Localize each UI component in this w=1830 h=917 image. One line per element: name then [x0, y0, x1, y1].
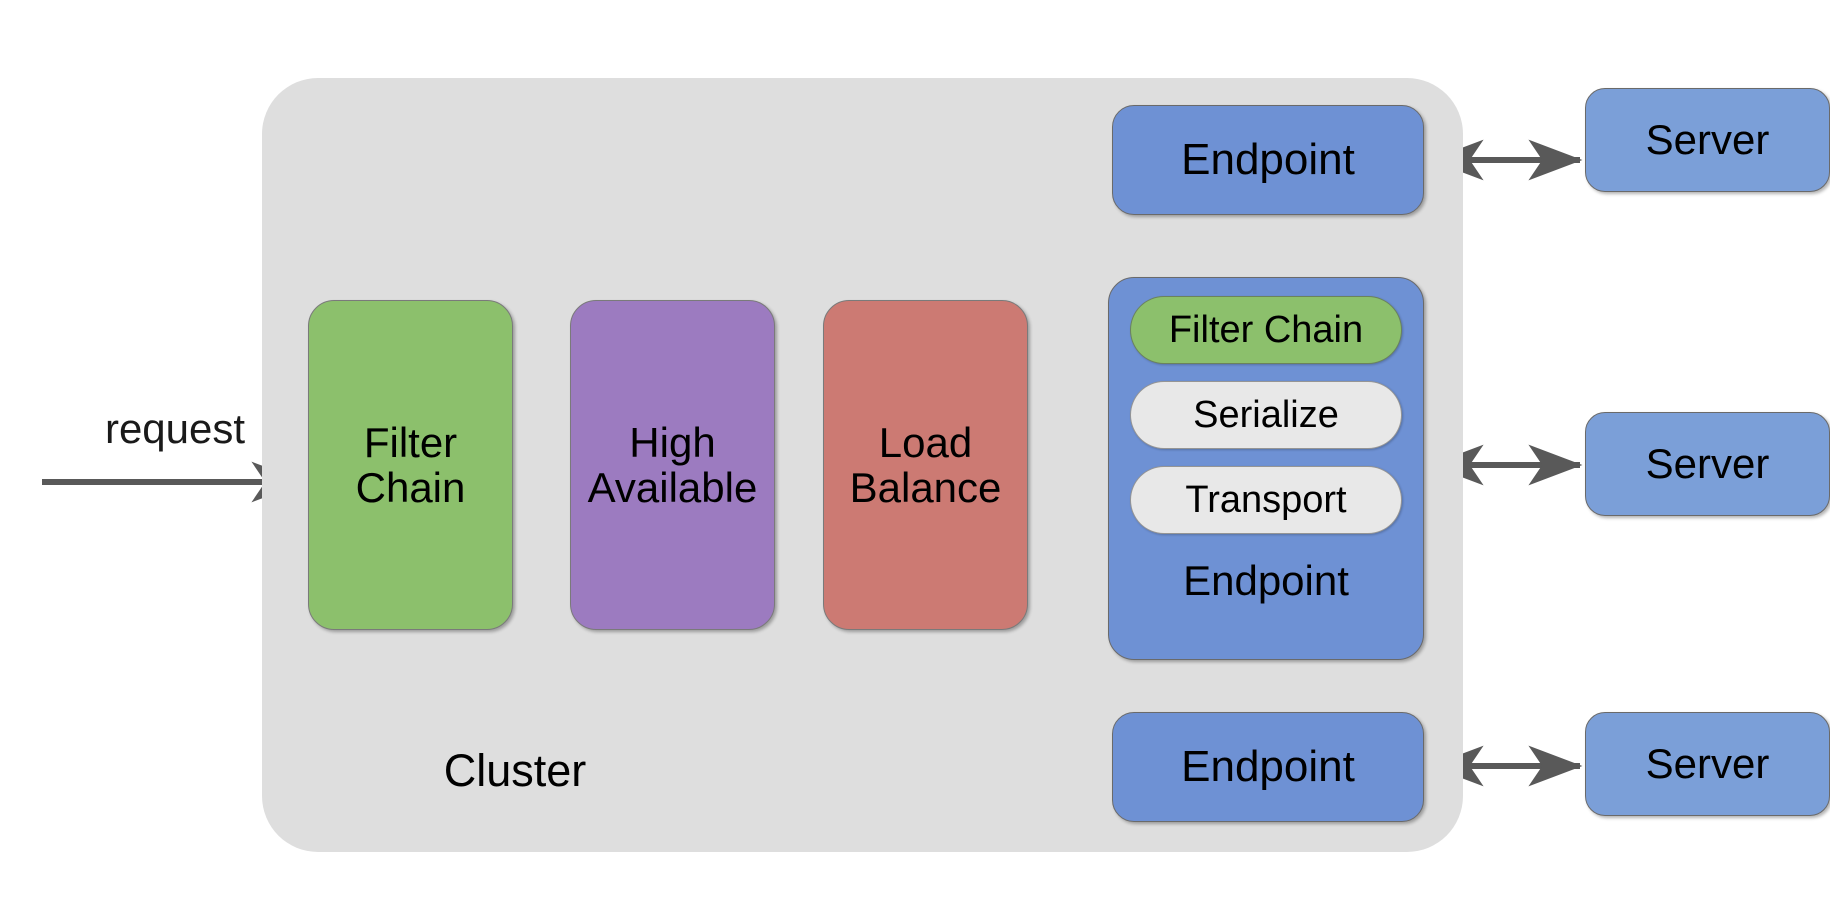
server-bottom[interactable]: Server [1585, 712, 1830, 816]
server-bottom-label: Server [1645, 740, 1770, 788]
server-top-label: Server [1645, 116, 1770, 164]
stage-high-available-line1: High [629, 418, 716, 466]
server-top[interactable]: Server [1585, 88, 1830, 192]
stage-load-balance-line2: Balance [849, 464, 1002, 511]
stage-high-available[interactable]: High Available [570, 300, 775, 630]
server-mid[interactable]: Server [1585, 412, 1830, 516]
endpoint-layer-transport[interactable]: Transport [1130, 466, 1402, 534]
endpoint-bottom-label: Endpoint [1181, 742, 1355, 792]
stage-filter-chain-line1: Filter [363, 418, 458, 466]
endpoint-layer-transport-label: Transport [1185, 478, 1347, 521]
stage-load-balance[interactable]: Load Balance [823, 300, 1028, 630]
stage-filter-chain[interactable]: Filter Chain [308, 300, 513, 630]
endpoint-layer-filter-chain[interactable]: Filter Chain [1130, 296, 1402, 364]
endpoint-expanded-label: Endpoint [1183, 557, 1349, 604]
stage-load-balance-line1: Load [878, 418, 973, 466]
cluster-label: Cluster [443, 745, 587, 796]
endpoint-layer-filter-chain-label: Filter Chain [1168, 308, 1364, 351]
server-mid-label: Server [1645, 440, 1770, 488]
endpoint-bottom[interactable]: Endpoint [1112, 712, 1424, 822]
request-label: request [104, 405, 246, 452]
endpoint-expanded[interactable]: Filter Chain Serialize Transport Endpoin… [1108, 277, 1424, 660]
endpoint-layer-serialize[interactable]: Serialize [1130, 381, 1402, 449]
stage-high-available-line2: Available [587, 464, 758, 511]
stage-filter-chain-line2: Chain [355, 464, 466, 511]
endpoint-top[interactable]: Endpoint [1112, 105, 1424, 215]
endpoint-layer-serialize-label: Serialize [1193, 393, 1339, 436]
endpoint-top-label: Endpoint [1181, 135, 1355, 185]
